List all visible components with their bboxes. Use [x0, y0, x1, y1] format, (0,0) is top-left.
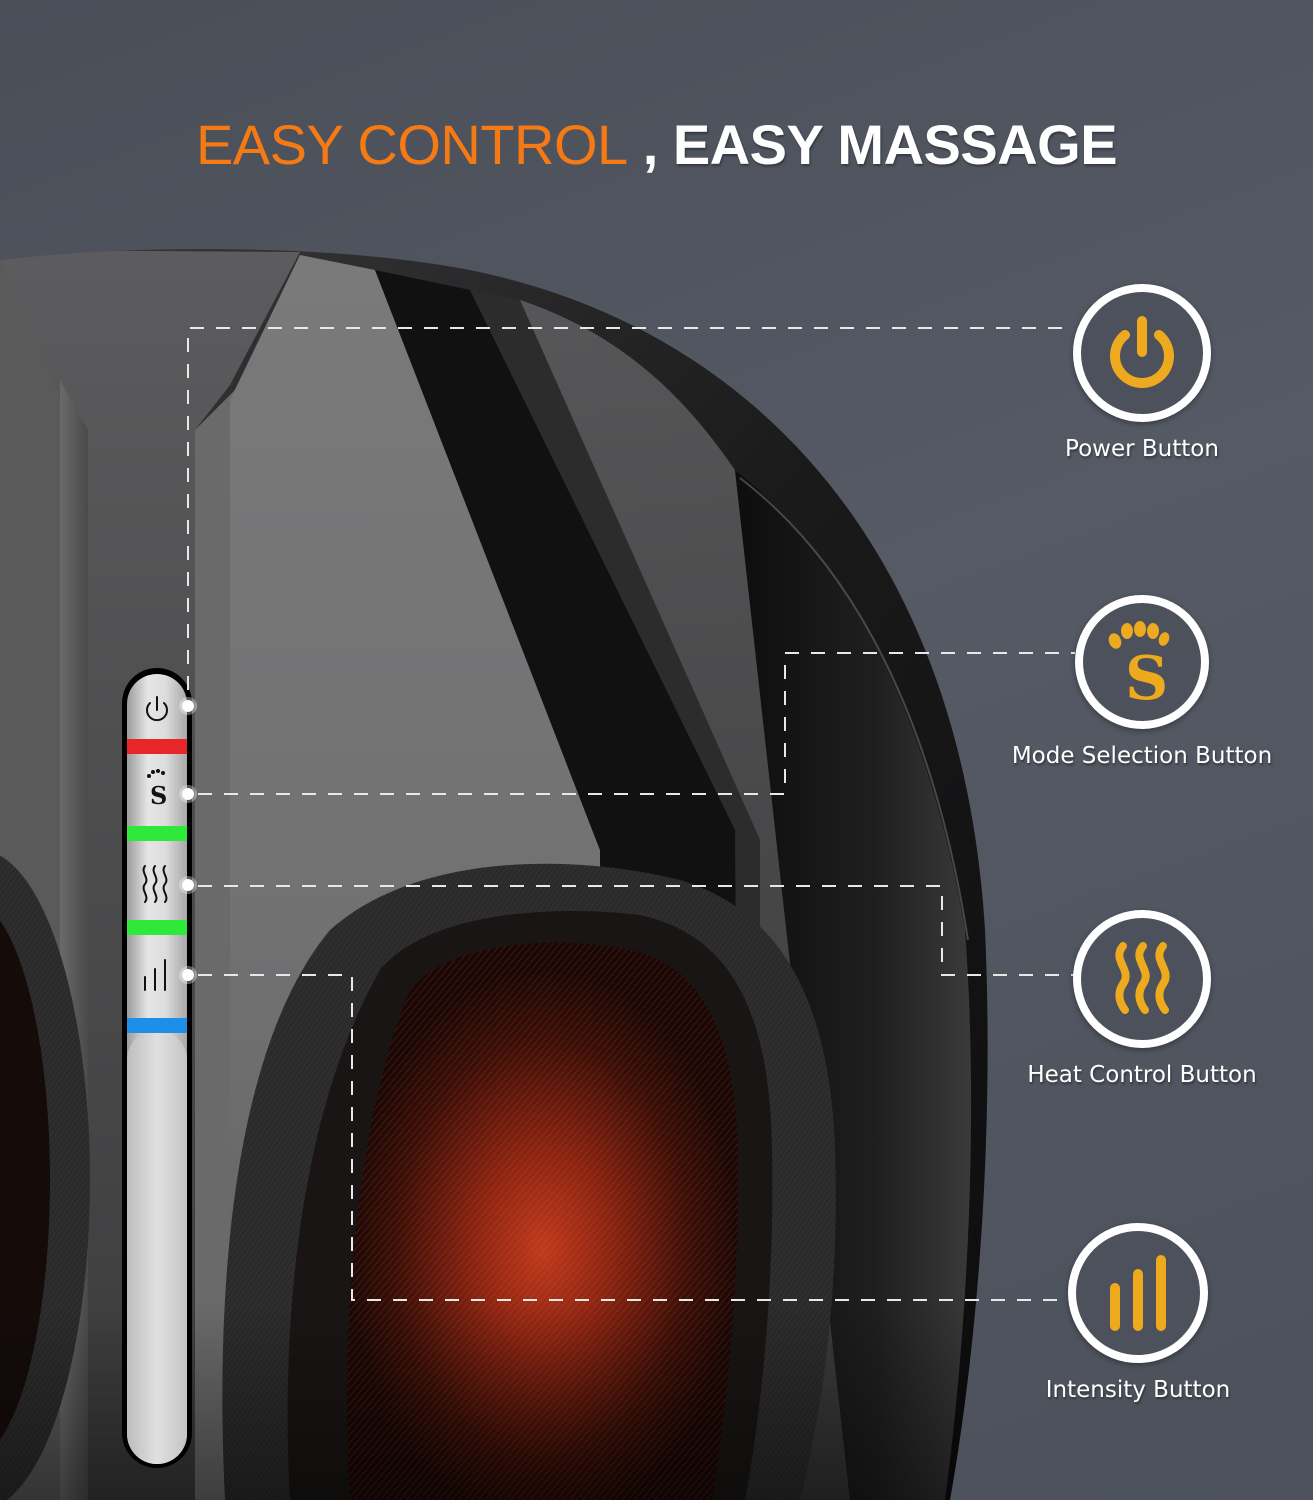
callout-label: Mode Selection Button	[1011, 743, 1273, 769]
indicator-red	[127, 739, 187, 754]
svg-text:S: S	[1125, 644, 1168, 707]
callout-label: Heat Control Button	[1027, 1062, 1257, 1088]
callout-label: Intensity Button	[1045, 1377, 1231, 1403]
heat-waves-icon	[1115, 942, 1170, 1014]
headline-part-easy-control: EASY CONTROL	[195, 113, 628, 176]
callout-label: Power Button	[1065, 436, 1219, 462]
headline: EASY CONTROL , EASY MASSAGE	[0, 112, 1313, 178]
callout-ring: S	[1075, 595, 1209, 729]
indicator-blue	[127, 1018, 187, 1033]
callout-intensity-button: Intensity Button	[988, 1223, 1288, 1403]
indicator-green-1	[127, 826, 187, 841]
callout-heat-control-button: Heat Control Button	[992, 910, 1292, 1088]
callout-ring	[1073, 910, 1211, 1048]
callout-power-button: Power Button	[992, 284, 1292, 462]
headline-part-easy-massage: EASY MASSAGE	[672, 113, 1118, 176]
callout-ring	[1073, 284, 1211, 422]
power-icon	[1110, 316, 1174, 388]
callout-mode-selection-button: S Mode Selection Button	[992, 595, 1292, 769]
foot-s-mode-icon: S	[1108, 621, 1170, 707]
callout-ring	[1068, 1223, 1208, 1363]
indicator-green-2	[127, 920, 187, 935]
headline-separator: ,	[627, 113, 673, 176]
svg-text:S: S	[150, 781, 167, 810]
intensity-bars-icon	[1110, 1255, 1166, 1331]
